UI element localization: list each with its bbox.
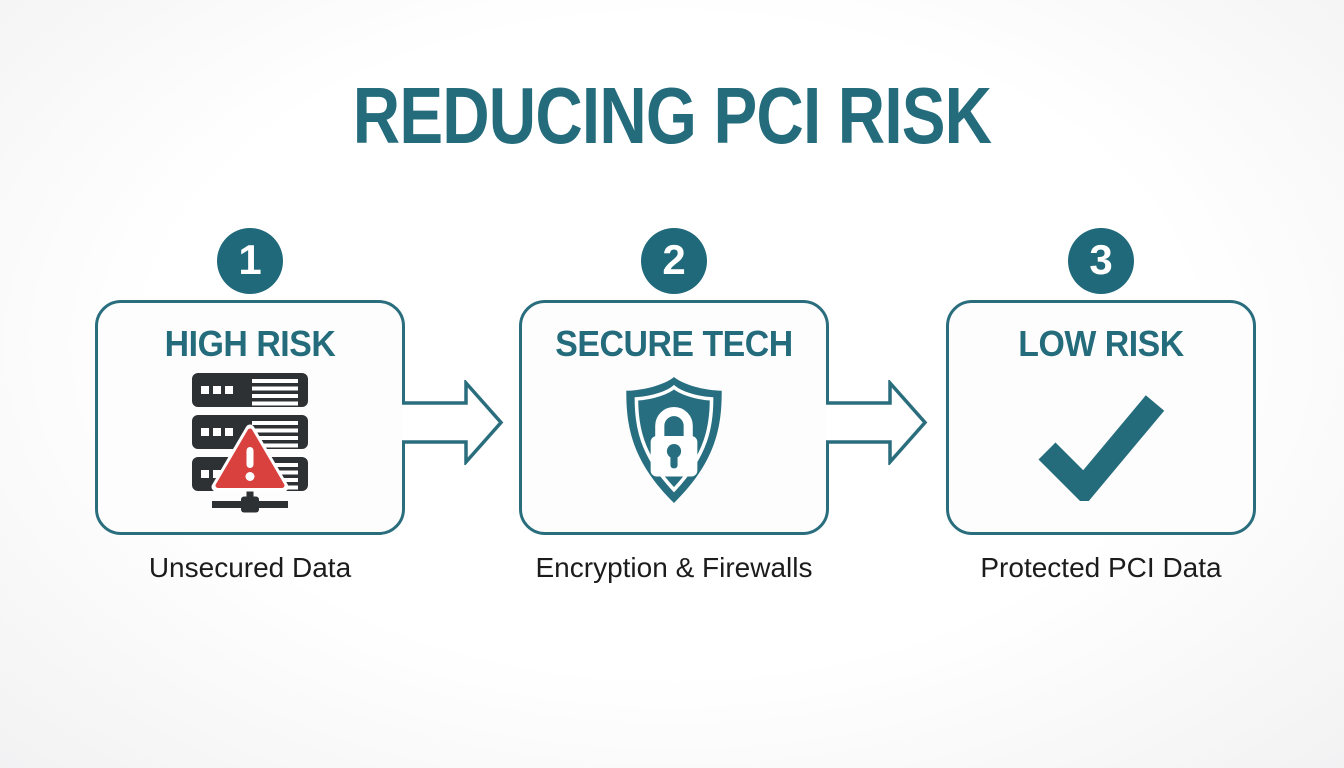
step-box: LOW RISK	[946, 300, 1256, 535]
step-heading: LOW RISK	[1018, 323, 1184, 364]
warning-triangle-icon	[211, 424, 289, 492]
step-box: SECURE TECH	[519, 300, 829, 535]
step-heading: HIGH RISK	[164, 323, 336, 364]
page-title: REDUCING PCI RISK	[352, 71, 992, 160]
checkmark-icon	[949, 391, 1253, 501]
step-number-badge: 2	[641, 228, 707, 294]
arrow-right-icon	[402, 380, 504, 465]
step-box: HIGH RISK	[95, 300, 405, 535]
step-number-badge: 3	[1068, 228, 1134, 294]
step-secure-tech: 2 SECURE TECH Encryption & Firewalls	[519, 228, 829, 584]
shield-lock-icon	[522, 373, 826, 507]
step-caption: Unsecured Data	[148, 552, 352, 583]
step-heading: SECURE TECH	[555, 323, 793, 364]
step-caption: Encryption & Firewalls	[535, 552, 813, 583]
step-caption: Protected PCI Data	[980, 552, 1222, 583]
step-low-risk: 3 LOW RISK Protected PCI Data	[946, 228, 1256, 584]
step-number-badge: 1	[217, 228, 283, 294]
server-warning-icon	[98, 373, 402, 515]
arrow-right-icon	[826, 380, 928, 465]
step-high-risk: 1 HIGH RISK	[95, 228, 405, 584]
